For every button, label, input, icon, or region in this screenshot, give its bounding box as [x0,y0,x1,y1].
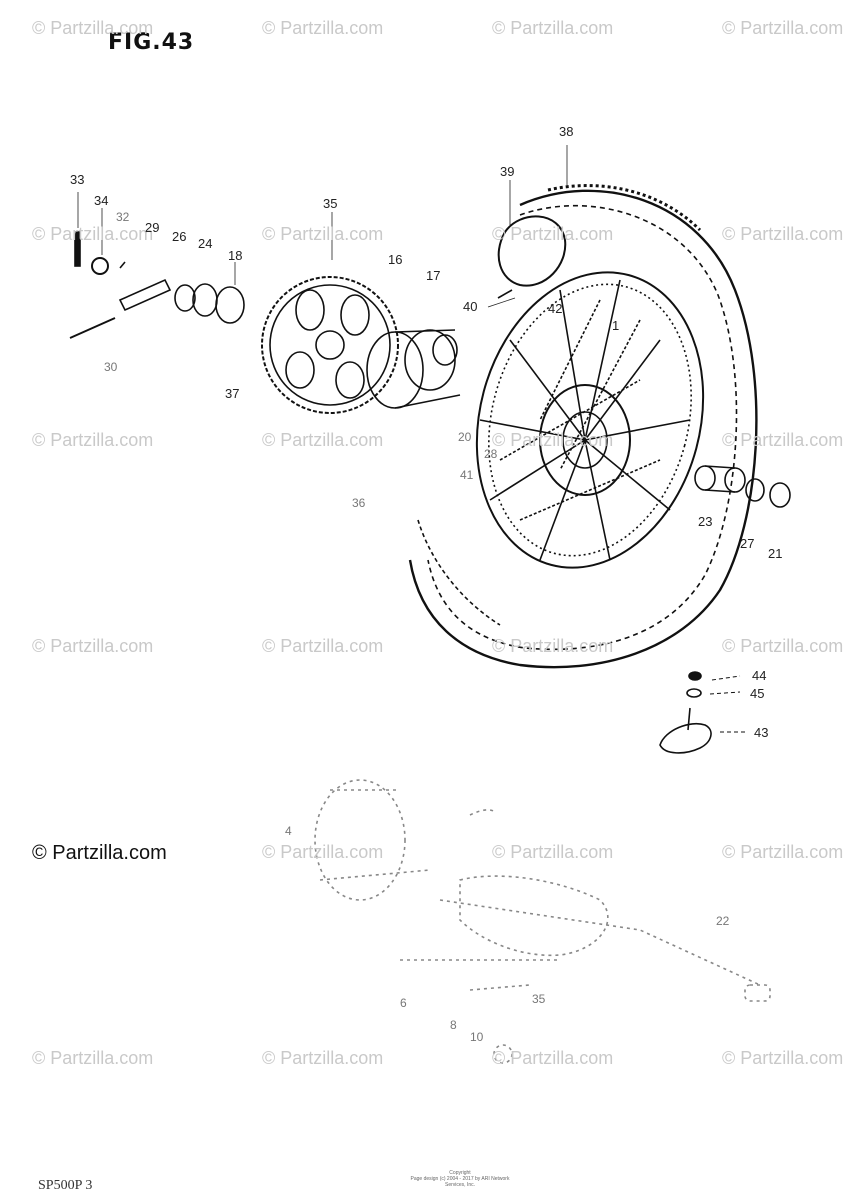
callout-label: 38 [559,124,574,139]
watermark: © Partzilla.com [492,636,614,656]
watermark: © Partzilla.com [32,636,154,656]
watermark: © Partzilla.com [722,1048,844,1068]
watermark: © Partzilla.com [262,18,384,38]
watermark: © Partzilla.com [722,842,844,862]
callout-label: 35 [532,992,546,1006]
callout-label: 17 [426,268,441,283]
callout-label: 32 [116,210,130,224]
callout-label: 1 [612,318,620,333]
callout-label: 4 [285,824,292,838]
callout-label: 10 [470,1030,484,1044]
footer-copyright-line: Copyright [449,1170,471,1176]
callout-label: 27 [740,536,755,551]
watermark: © Partzilla.com [492,842,614,862]
callout-label: 20 [458,430,472,444]
watermark: © Partzilla.com [32,224,154,244]
watermark: © Partzilla.com [722,18,844,38]
watermark: © Partzilla.com [492,1048,614,1068]
wheel-rim-1 [475,271,705,569]
callout-label: 43 [754,725,769,740]
callout-label: 33 [70,172,85,187]
sprocket-35 [261,276,399,414]
watermark: © Partzilla.com [722,636,844,656]
watermark: © Partzilla.com [722,224,844,244]
callout-label: 41 [460,468,474,482]
callout-label: 40 [463,299,478,314]
watermark: © Partzilla.com [492,430,614,450]
tube-39 [497,215,567,299]
axle-right-parts [694,465,791,508]
watermark: © Partzilla.com [32,18,154,38]
callout-label: 42 [548,301,563,316]
callout-label: 45 [750,686,765,701]
callout-label: 16 [388,252,403,267]
callout-label: 26 [172,229,187,244]
watermark: © Partzilla.com [722,430,844,450]
hub-assembly [366,329,461,409]
callout-label: 23 [698,514,713,529]
watermark: © Partzilla.com [32,1048,154,1068]
callout-label: 28 [484,447,498,461]
watermark: © Partzilla.com [262,1048,384,1068]
watermark: © Partzilla.com [492,224,614,244]
valve-parts [659,671,748,754]
watermark: © Partzilla.com [262,842,384,862]
axle-left-parts [69,231,245,339]
callout-label: 21 [768,546,783,561]
callout-label: 6 [400,996,407,1010]
callout-label: 29 [145,220,160,235]
footer-copyright-line: Page design (c) 2004 - 2017 by ARI Netwo… [410,1176,510,1188]
watermark: © Partzilla.com [262,430,384,450]
copyright-notice: © Partzilla.com [32,842,167,864]
callout-label: 30 [104,360,118,374]
watermark: © Partzilla.com [492,18,614,38]
callout-label: 34 [94,193,109,208]
callout-label: 36 [352,496,366,510]
figure-title: FIG.43 [108,30,195,55]
callout-label: 18 [228,248,243,263]
tire-38 [408,184,758,669]
callout-label: 35 [323,196,338,211]
watermark: © Partzilla.com [262,224,384,244]
callout-label: 24 [198,236,213,251]
callout-label: 22 [716,914,730,928]
callout-label: 8 [450,1018,457,1032]
footer-copyright: Copyright Page design (c) 2004 - 2017 by… [400,1170,520,1188]
callout-label: 44 [752,668,767,683]
callout-label: 37 [225,386,240,401]
callout-label: 39 [500,164,515,179]
diagram-code: SP500P 3 [38,1178,93,1193]
watermark: © Partzilla.com [262,636,384,656]
watermark: © Partzilla.com [32,430,154,450]
brake-assembly [314,779,771,1064]
